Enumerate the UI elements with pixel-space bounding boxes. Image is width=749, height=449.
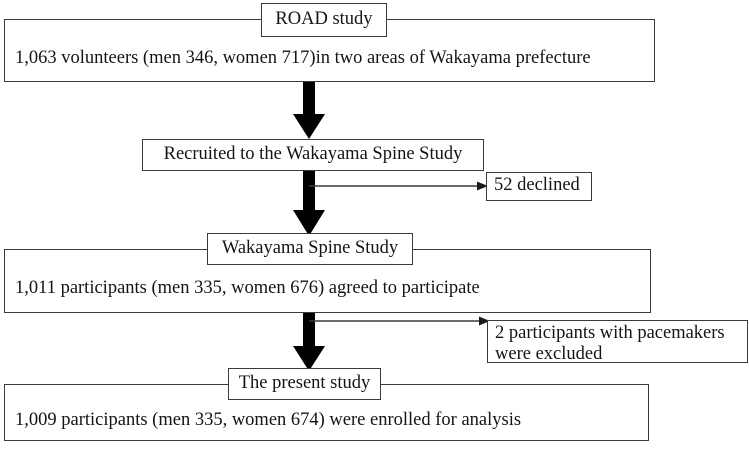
stage-label-box-road-study: ROAD study [261,3,387,37]
stage-body-present-study: 1,009 participants (men 335, women 674) … [15,410,522,430]
stage-body-wakayama-spine-study: 1,011 participants (men 335, women 676) … [15,278,480,298]
stage-label-box-wakayama-spine-study: Wakayama Spine Study [207,233,413,265]
stage-body-road-study: 1,063 volunteers (men 346, women 717)in … [15,48,591,68]
stage-label-box-present-study: The present study [228,368,381,400]
branch-to-pacemakers [309,313,491,329]
arrow-recruited-to-spine [287,171,331,237]
stage-label-road-study: ROAD study [275,8,373,29]
stage-box-present-study: 1,009 participants (men 335, women 674) … [4,384,649,441]
note-box-declined: 52 declined [486,172,592,201]
arrow-road-to-recruited [287,82,331,140]
stage-label-recruited: Recruited to the Wakayama Spine Study [163,143,463,164]
stage-label-wakayama-spine-study: Wakayama Spine Study [221,237,399,258]
stage-label-box-recruited: Recruited to the Wakayama Spine Study [142,139,484,171]
note-text-pacemakers: 2 participants with pacemakers were excl… [495,323,725,365]
note-text-declined: 52 declined [494,175,580,195]
note-box-pacemakers: 2 participants with pacemakers were excl… [487,320,748,365]
branch-to-declined [309,178,489,194]
stage-label-present-study: The present study [238,372,371,393]
arrow-spine-to-present [287,313,331,372]
